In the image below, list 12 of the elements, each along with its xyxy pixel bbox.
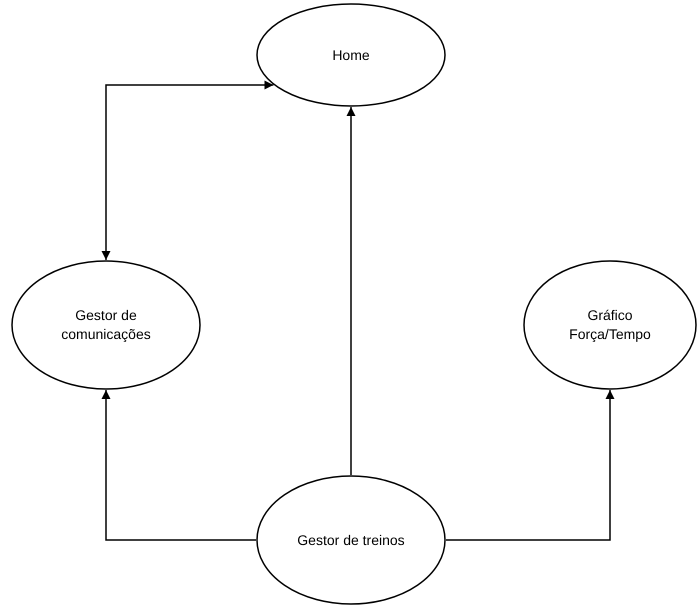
node-label: Gestor de comunicações — [60, 306, 152, 344]
arrow — [446, 390, 614, 541]
node-label: Gráfico Força/Tempo — [568, 306, 652, 344]
ellipse-node — [256, 475, 446, 605]
arrow — [102, 390, 256, 541]
node-label: Gestor de treinos — [297, 530, 405, 550]
arrow — [102, 80, 274, 260]
arrow — [346, 107, 356, 475]
ellipse-node — [11, 260, 201, 390]
ellipse-node — [523, 260, 697, 390]
ellipse-node — [256, 3, 446, 107]
node-label: Home — [332, 46, 370, 64]
